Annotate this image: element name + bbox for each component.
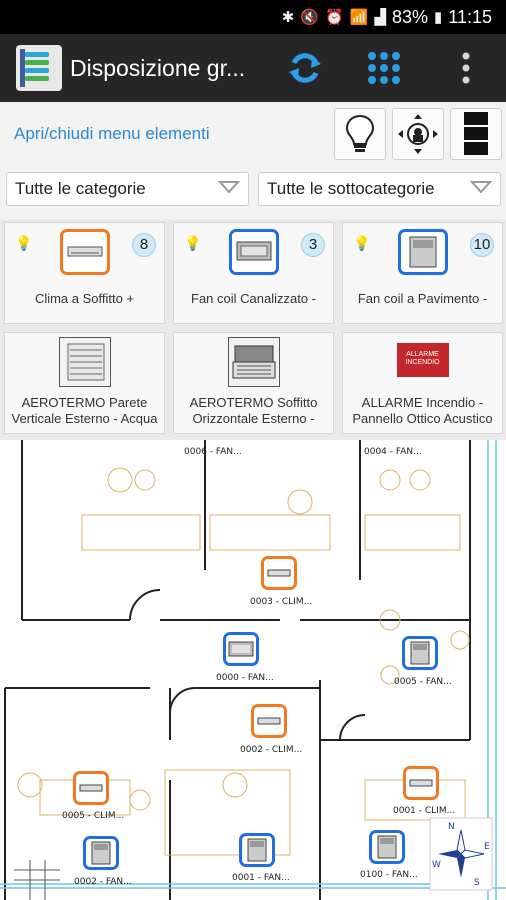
ceiling-ac-icon (267, 569, 291, 577)
wifi-icon: 📶 (349, 9, 369, 26)
more-vert-icon (462, 52, 470, 84)
app-bar: Disposizione gr... (0, 34, 506, 102)
ceiling-ac-icon (79, 784, 103, 792)
marker-label: 0005 - CLIM... (62, 811, 125, 821)
ducted-fancoil-icon (228, 229, 279, 275)
elements-grid: 💡 8 Clima a Soffitto + 💡 3 Fan coil Cana… (0, 220, 506, 440)
compass-icon (438, 829, 485, 878)
floor-fancoil-icon (91, 841, 111, 865)
grid-icon (368, 52, 400, 84)
marker-ceiling-ac[interactable] (73, 771, 109, 805)
lightbulb-icon: 💡 (353, 235, 371, 251)
battery-icon: ▮ (434, 9, 443, 26)
floor-fancoil-icon (247, 838, 267, 862)
marker-label: 0000 - FAN... (216, 673, 274, 683)
ceiling-ac-icon (409, 779, 433, 787)
marker-label: 0100 - FAN... (360, 870, 418, 880)
element-card-fancoil-canalizzato[interactable]: 💡 3 Fan coil Canalizzato - (173, 222, 334, 324)
marker-ceiling-ac[interactable] (403, 766, 439, 800)
element-card-label: Fan coil Canalizzato - (191, 291, 316, 306)
marker-floor-fancoil[interactable] (83, 836, 119, 870)
marker-label: 0001 - FAN... (232, 873, 290, 883)
floor-plan-canvas[interactable]: N E S W 0006 - FAN... 0004 - FAN... 0003… (0, 440, 506, 900)
element-card-fancoil-pavimento[interactable]: 💡 10 Fan coil a Pavimento - (342, 222, 503, 324)
wall-heater-image (58, 337, 111, 387)
signal-icon: ▟ (374, 9, 386, 26)
toolbar: Apri/chiudi menu elementi (0, 102, 506, 166)
element-card-label: Fan coil a Pavimento - (357, 291, 488, 306)
layers-button[interactable] (450, 108, 502, 160)
lightbulb-icon (345, 114, 375, 152)
floor-fancoil-icon (397, 229, 448, 275)
element-card-label: ALLARME Incendio -Pannello Ottico Acusti… (352, 395, 493, 426)
compass-w: W (432, 860, 441, 870)
element-count-badge: 8 (132, 233, 156, 257)
status-bar: ✱ 🔇 ⏰ 📶 ▟ 83% ▮ 11:15 (0, 0, 506, 34)
floor-fancoil-icon (377, 835, 397, 859)
lightbulb-icon: 💡 (15, 235, 33, 251)
lightbulb-icon: 💡 (184, 235, 202, 251)
alarm-icon: ⏰ (325, 9, 344, 26)
ducted-fancoil-icon (228, 641, 254, 657)
filters: Tutte le categorie Tutte le sottocategor… (0, 166, 506, 220)
marker-label: 0005 - FAN... (394, 677, 452, 687)
element-card-allarme-incendio[interactable]: ALLARME INCENDIO ALLARME Incendio -Panne… (342, 332, 503, 434)
compass-rose: N E S W (430, 820, 492, 888)
overflow-menu-button[interactable] (444, 46, 488, 90)
bluetooth-icon: ✱ (281, 9, 295, 26)
floor-fancoil-icon (410, 641, 430, 665)
lightbulb-button[interactable] (334, 108, 386, 160)
category-select[interactable]: Tutte le categorie (6, 172, 249, 206)
fire-alarm-panel-image: ALLARME INCENDIO (396, 343, 449, 377)
element-card-label: Clima a Soffitto + (34, 291, 135, 306)
marker-ceiling-ac[interactable] (251, 704, 287, 738)
marker-label: 0001 - CLIM... (393, 806, 456, 816)
compass-n: N (448, 822, 455, 832)
app-title: Disposizione gr... (70, 54, 246, 81)
category-select-value: Tutte le categorie (15, 179, 146, 198)
chevron-down-icon (217, 179, 241, 199)
marker-label: 0003 - CLIM... (250, 597, 313, 607)
mute-icon: 🔇 (300, 9, 320, 26)
battery-level: 83% (391, 6, 429, 27)
subcategory-select-value: Tutte le sottocategorie (267, 179, 435, 198)
move-lock-icon (398, 114, 438, 154)
compass-s: S (474, 878, 480, 888)
toggle-elements-menu-link[interactable]: Apri/chiudi menu elementi (14, 124, 210, 143)
sync-icon (289, 53, 321, 83)
app-logo[interactable] (16, 45, 62, 91)
sync-button[interactable] (283, 46, 327, 90)
clock: 11:15 (448, 6, 492, 27)
chevron-down-icon (469, 179, 493, 199)
ceiling-ac-icon (257, 717, 281, 725)
ceiling-ac-icon (59, 229, 110, 275)
marker-floor-fancoil[interactable] (402, 636, 438, 670)
marker-floor-fancoil[interactable] (239, 833, 275, 867)
ceiling-heater-image (227, 337, 280, 387)
element-card-clima-soffitto[interactable]: 💡 8 Clima a Soffitto + (4, 222, 165, 324)
marker-floor-fancoil[interactable] (369, 830, 405, 864)
pan-lock-button[interactable] (392, 108, 444, 160)
subcategory-select[interactable]: Tutte le sottocategorie (258, 172, 501, 206)
compass-e: E (484, 842, 490, 852)
grid-menu-button[interactable] (362, 46, 406, 90)
layers-icon (464, 112, 488, 155)
element-count-badge: 3 (301, 233, 325, 257)
marker-label: 0002 - FAN... (74, 877, 132, 887)
marker-ceiling-ac[interactable] (261, 556, 297, 590)
element-count-badge: 10 (470, 233, 494, 257)
marker-label: 0002 - CLIM... (240, 745, 303, 755)
marker-label: 0004 - FAN... (364, 447, 422, 457)
marker-ducted-fancoil[interactable] (223, 632, 259, 666)
marker-label: 0006 - FAN... (184, 447, 242, 457)
